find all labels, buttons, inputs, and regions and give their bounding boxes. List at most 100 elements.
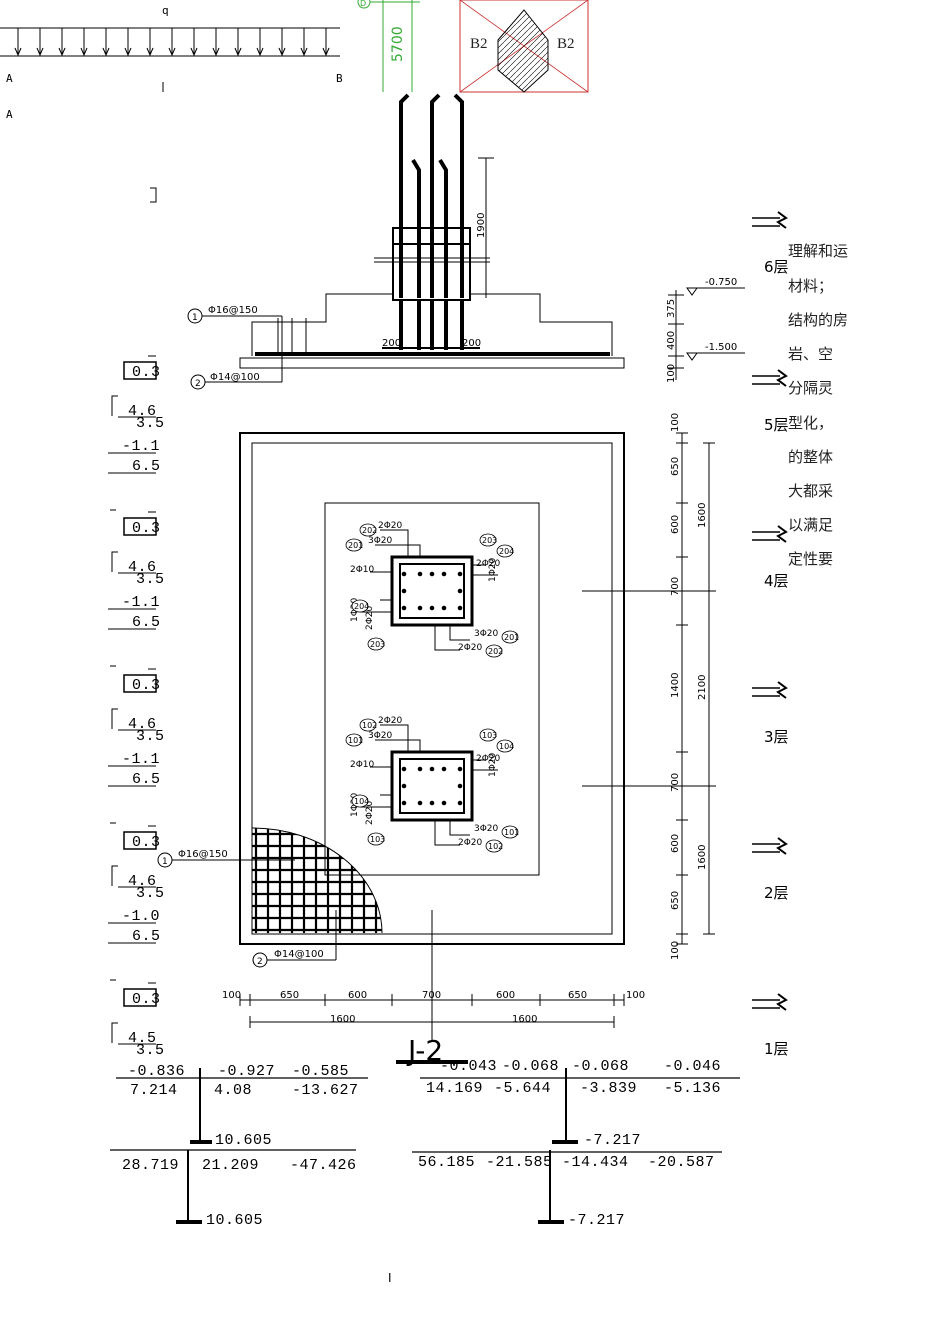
floor-label: 2层: [764, 884, 789, 902]
left-support-2: 10.605: [206, 1212, 263, 1229]
lower-bar-5: 1Φ20: [488, 752, 498, 777]
load-arrowhead: [14, 47, 22, 57]
mark-label: 201: [504, 633, 519, 642]
rebar-dot: [457, 571, 463, 577]
dim-bottom-label: 600: [348, 990, 367, 1001]
mark-circle: [485, 644, 503, 658]
frag-value: 3.5: [136, 728, 165, 745]
slab-label-right: B2: [557, 36, 575, 52]
right-text-line: 定性要: [788, 550, 833, 568]
beam-end-right: B: [336, 72, 343, 85]
rebar-dot: [457, 766, 463, 772]
result-value: -13.627: [292, 1082, 359, 1099]
result-value: -5.136: [664, 1080, 721, 1097]
frag-value: 3.5: [136, 571, 165, 588]
plan-rebar-2: Φ14@100: [274, 949, 324, 960]
mark-circle: [479, 533, 497, 547]
mark-label: 101: [348, 736, 363, 745]
dim-bottom-label: 650: [568, 990, 587, 1001]
load-arrowhead: [36, 47, 44, 57]
result-value: 4.08: [214, 1082, 252, 1099]
right-text-line: 理解和运: [788, 242, 848, 260]
plan-total-left: 1600: [330, 1014, 355, 1025]
mark-label: 203: [370, 640, 385, 649]
load-arrowhead: [190, 47, 198, 57]
top-plan-fragment: D 5700 B2 B2: [357, 0, 589, 93]
section-rebar-2: Φ14@100: [210, 372, 260, 383]
plan-callout-1: 1: [162, 857, 168, 867]
section-callout-2: 2: [195, 379, 201, 389]
section-dim-200-left: 200: [382, 338, 401, 349]
beam-end-left: A: [6, 72, 13, 85]
dim-right-inner-label: 600: [670, 515, 681, 534]
dim-bottom-label: 100: [626, 990, 645, 1001]
page-mark: I: [388, 1271, 392, 1285]
load-arrowhead: [124, 47, 132, 57]
frag-value: 6.5: [132, 458, 161, 475]
result-value: 21.209: [202, 1157, 259, 1174]
mark-label: 203: [482, 536, 497, 545]
rebar-dot: [441, 605, 447, 611]
lower-bar-2: 3Φ20: [368, 731, 393, 741]
right-text-line: 材料；: [788, 277, 833, 295]
frag-bracket: [111, 865, 118, 886]
rebar-dot: [441, 571, 447, 577]
section-elev-2: -1.500: [705, 342, 737, 353]
floor-label: 3层: [764, 728, 789, 746]
left-groups: 0.34.63.5-1.16.50.34.63.5-1.16.50.34.63.…: [108, 355, 165, 1059]
frag-bracket: [111, 551, 118, 572]
mark-circle: [359, 718, 377, 732]
upper-bar-1: 2Φ20: [378, 521, 403, 531]
footing-plan: 2Φ20 3Φ20 2Φ10 2Φ20 1Φ20 1Φ20 2Φ20 3Φ20 …: [157, 413, 716, 1067]
lower-bar-7: 2Φ20: [365, 800, 375, 825]
rebar-dot: [417, 766, 423, 772]
frag-value: 3.5: [136, 415, 165, 432]
lower-bar-4: 2Φ20: [476, 754, 501, 764]
dim-right-inner-label: 700: [670, 773, 681, 792]
result-value: 28.719: [122, 1157, 179, 1174]
left-fragments: 0.34.63.5-1.16.50.34.63.5-1.16.50.34.63.…: [108, 187, 165, 1059]
rebar-dot: [417, 605, 423, 611]
mark-label: 104: [499, 742, 514, 751]
load-arrowhead: [146, 47, 154, 57]
rebar-dot: [429, 605, 435, 611]
load-arrowhead: [322, 47, 330, 57]
left-support-1: 10.605: [215, 1132, 272, 1149]
upper-bar-5: 1Φ20: [488, 557, 498, 582]
mark-label: 103: [370, 835, 385, 844]
load-arrowhead: [212, 47, 220, 57]
frag-box: [123, 831, 157, 850]
dim-bottom-label: 100: [222, 990, 241, 1001]
frag-value: 3.5: [136, 1042, 165, 1059]
frag-value: -1.0: [122, 908, 160, 925]
dim-right-inner-label: 1400: [670, 673, 681, 698]
frag-box: [123, 988, 157, 1007]
lower-bar-9: 2Φ20: [458, 838, 483, 848]
rebar-dot: [429, 800, 435, 806]
result-value: -0.585: [292, 1063, 349, 1080]
result-value: -14.434: [562, 1154, 629, 1171]
axis-label: D: [360, 0, 366, 8]
frag-value: 6.5: [132, 928, 161, 945]
floor-break-icon: [776, 211, 788, 229]
beam-below-label: A: [6, 108, 13, 121]
frag-bracket: [111, 1022, 118, 1043]
column-bars-lower: [401, 766, 463, 806]
dim-right-inner-label: 100: [670, 413, 681, 432]
frag-value: 3.5: [136, 885, 165, 902]
right-text-line: 分隔灵: [788, 379, 833, 397]
result-value: 56.185: [418, 1154, 475, 1171]
section-dim-400: 400: [666, 331, 677, 350]
floor-label: 5层: [764, 416, 789, 434]
frag-value: 0.3: [132, 677, 161, 694]
frag-value: -1.1: [122, 594, 160, 611]
plan-total-right: 1600: [512, 1014, 537, 1025]
frag-value: 0.3: [132, 520, 161, 537]
dim-right-inner-label: 100: [670, 941, 681, 960]
mark-circle: [359, 523, 377, 537]
upper-bar-9: 2Φ20: [458, 643, 483, 653]
frag-box: [123, 674, 157, 693]
lower-bar-1: 2Φ20: [378, 716, 403, 726]
